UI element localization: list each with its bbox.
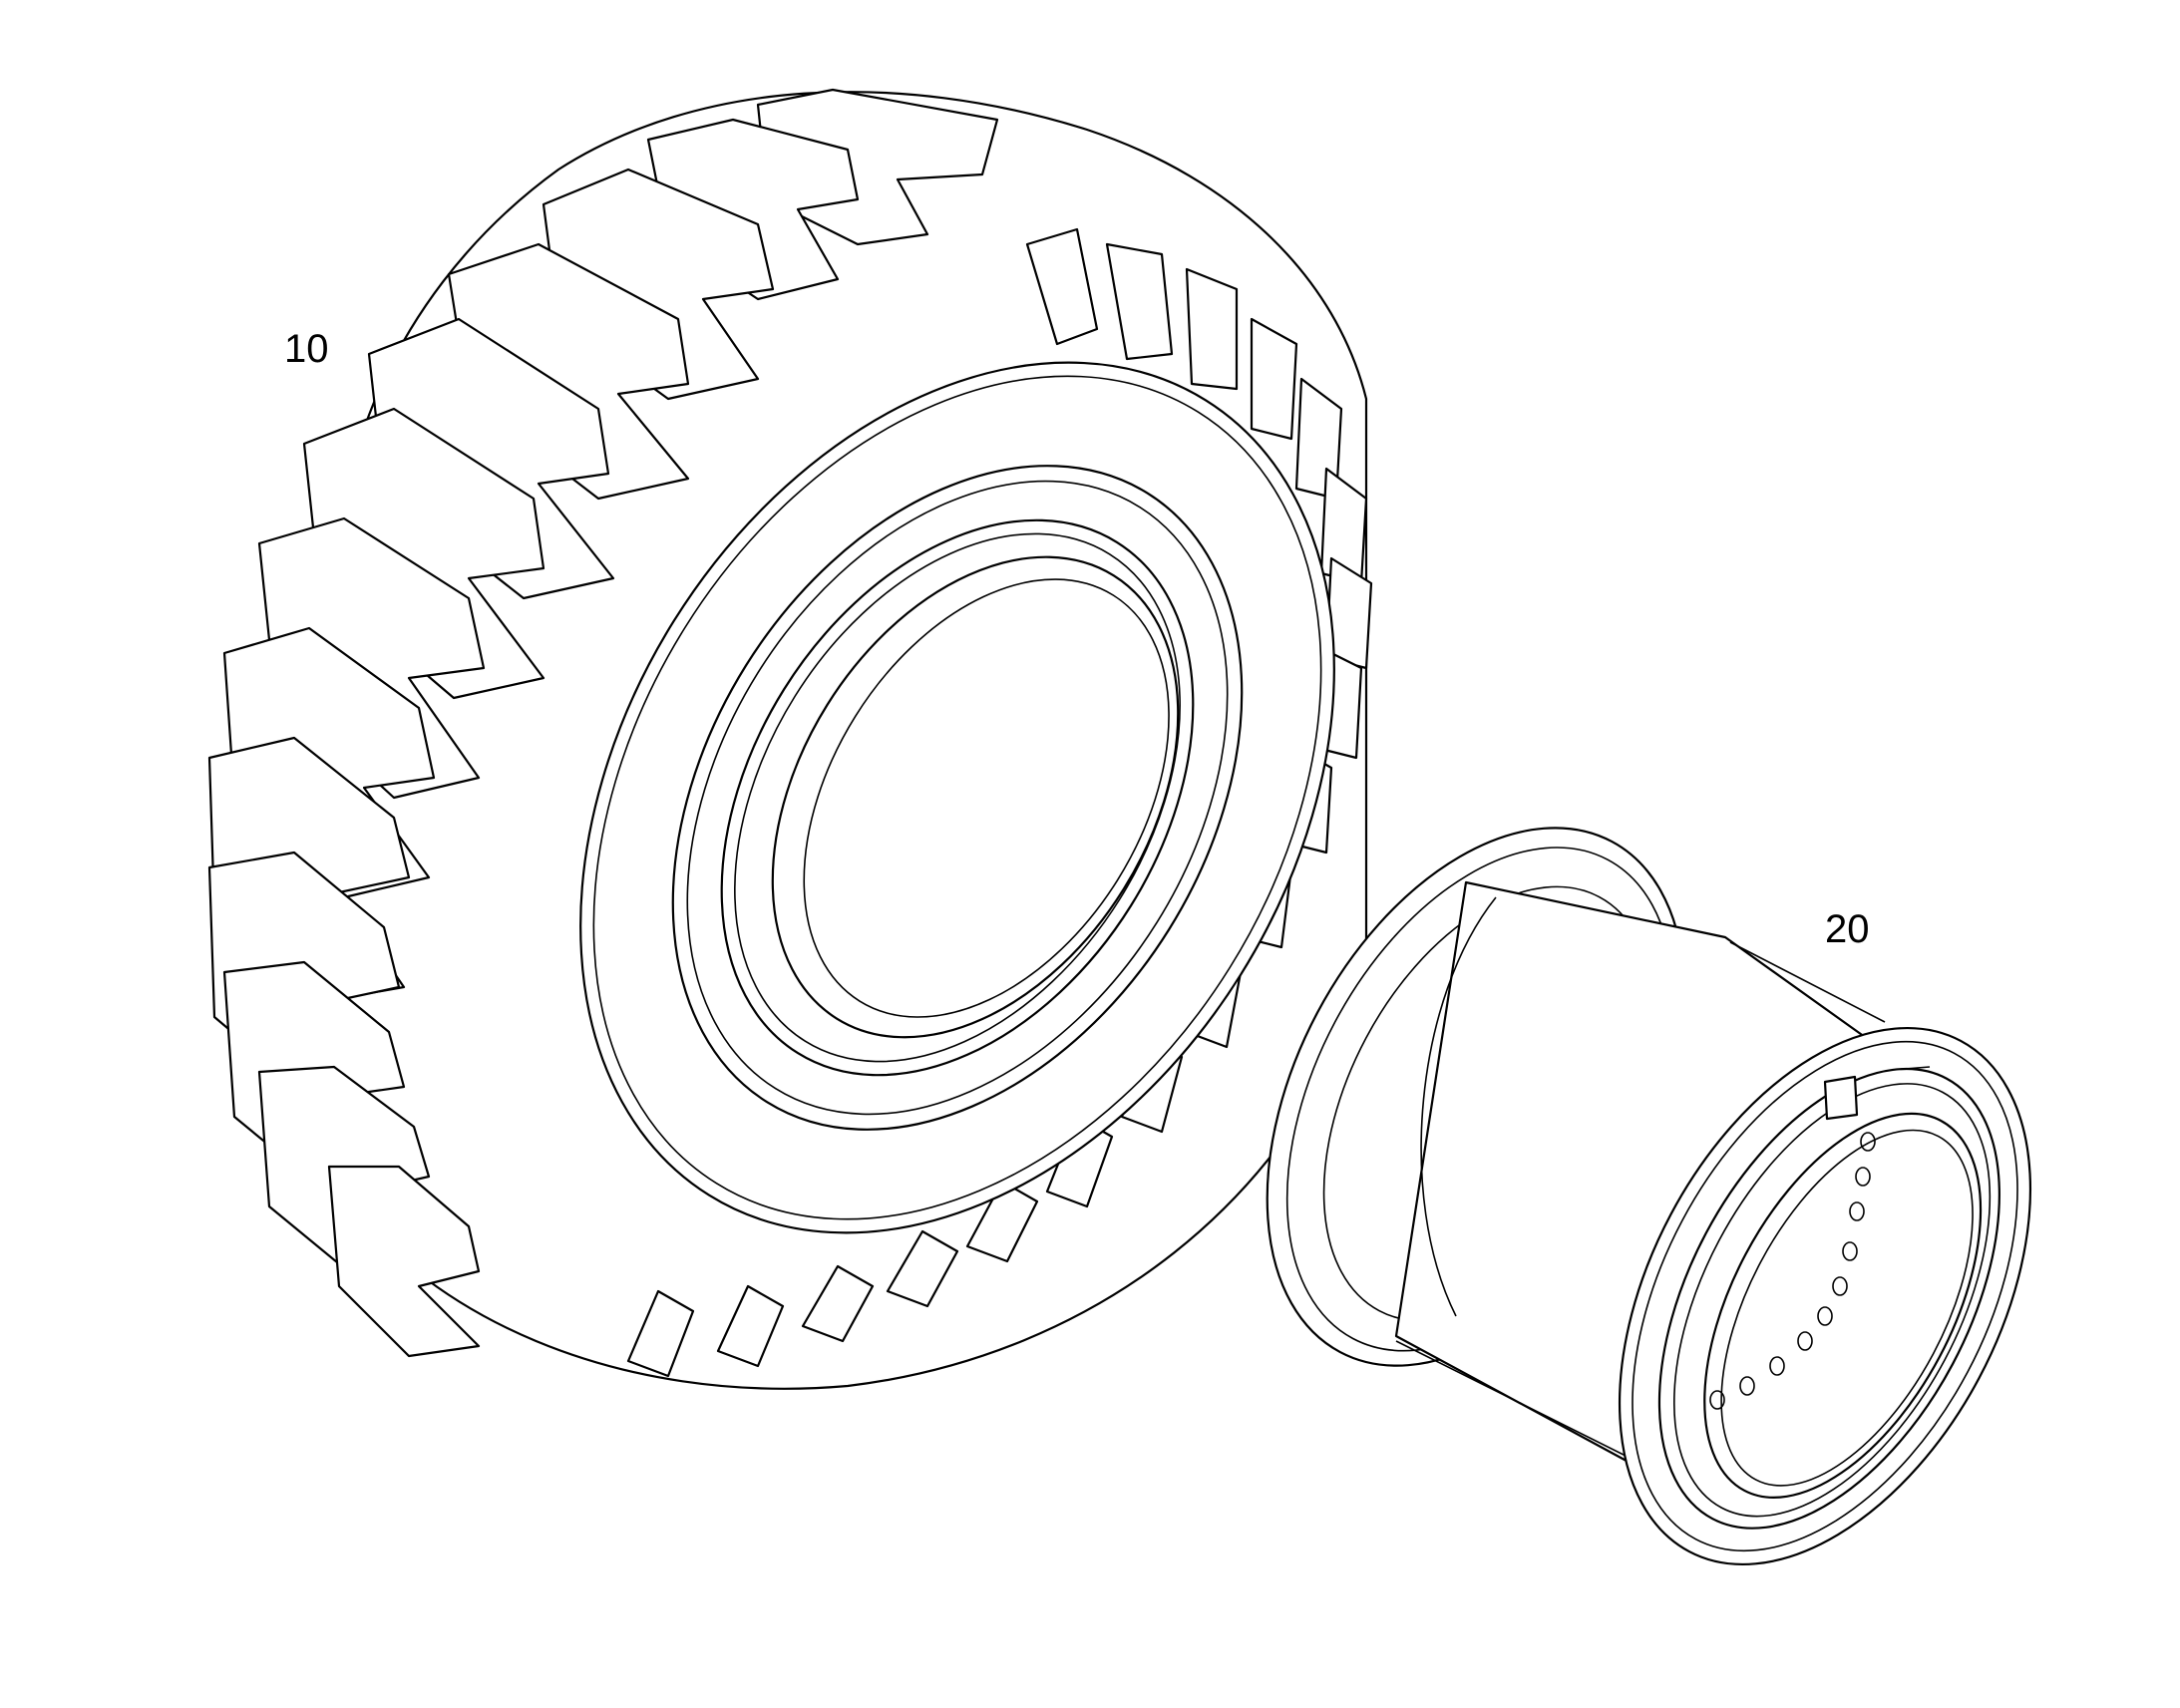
- tire-sidewall: [579, 361, 1335, 1234]
- callout-label-tire: 10: [284, 327, 329, 371]
- tire-icon: [207, 88, 1373, 1390]
- callout-label-rim: 20: [1825, 907, 1870, 951]
- wheel-rim-icon: [1266, 827, 2032, 1566]
- tread-lugs: [207, 88, 999, 1358]
- bolt-holes: [1709, 1132, 1876, 1410]
